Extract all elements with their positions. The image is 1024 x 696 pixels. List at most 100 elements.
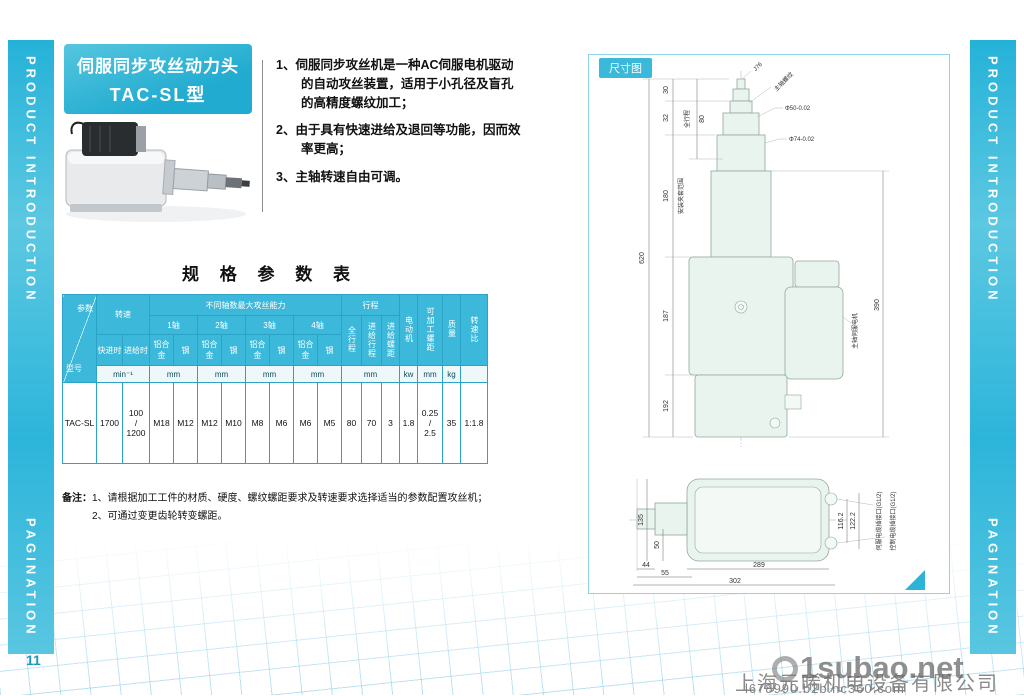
mass-unit: kg	[442, 365, 461, 383]
corner-header: 参数 型号	[62, 294, 97, 383]
axis-header-2: 2轴	[197, 315, 246, 335]
left-sidebar-top-label: PRODUCT INTRODUCTION	[23, 56, 39, 304]
dim-label: 44	[642, 562, 650, 569]
stroke-full-header: 全行程	[341, 315, 362, 366]
dimension-drawing: 620 30 32 180 187 192 安装夹套范围 全行程 80 390 …	[629, 61, 897, 586]
dim-label: 50	[654, 541, 661, 549]
axis-header-4: 4轴	[293, 315, 342, 335]
body-plan-inner	[694, 486, 822, 554]
page-number: 11	[26, 652, 41, 668]
axis-header-1: 1轴	[149, 315, 198, 335]
note-item: 2、可通过变更齿轮转变螺距。	[92, 511, 228, 522]
full-stroke-label: 全行程	[683, 110, 691, 128]
corner-triangle	[905, 570, 925, 590]
capacity-unit: mm	[149, 365, 198, 383]
left-sidebar: PRODUCT INTRODUCTION PAGINATION	[8, 40, 54, 654]
feature-item: 3、主轴转速自由可调。	[276, 169, 408, 184]
cell-stroke-full: 80	[341, 382, 362, 464]
cell-ratio: 1:1.8	[460, 382, 488, 464]
cell-cap: M5	[317, 382, 342, 464]
dim-label: 620	[639, 252, 646, 264]
stroke-pitch-header: 进给螺距	[381, 315, 400, 366]
product-title: 伺服同步攻丝动力头	[77, 56, 239, 76]
feature-list: 1、伺服同步攻丝机是一种AC伺服电机驱动的自动攻丝装置，适用于小孔径及盲孔的高精…	[276, 56, 521, 196]
material-al-header: 铝合金	[197, 334, 222, 366]
cell-work-pitch: 0.25 / 2.5	[417, 382, 443, 464]
work-pitch-header: 可加工螺距	[417, 294, 443, 366]
dim-label: 180	[663, 190, 670, 202]
dim-label: 122.2	[850, 512, 857, 530]
dim-label: 187	[663, 310, 670, 322]
capacity-unit: mm	[245, 365, 294, 383]
spec-table: 参数 型号 转速 不同轴数最大攻丝能力 行程 电动机 可加工螺距 质量 转速比 …	[62, 294, 488, 464]
leader-line	[836, 498, 874, 506]
material-al-header: 铝合金	[293, 334, 318, 366]
servo-motor-body	[784, 286, 844, 380]
spindle-thread	[729, 100, 753, 114]
cable1-label: 伺服电缆插接口(G1/2)	[875, 491, 883, 550]
leader-line	[764, 138, 787, 144]
full-stroke-value: 80	[699, 115, 706, 123]
dim-label: 135	[638, 514, 645, 526]
thread-label: 主轴螺纹	[772, 70, 795, 93]
spindle-shaft	[732, 88, 750, 102]
cable-port-1	[824, 492, 838, 506]
work-pitch-unit: mm	[417, 365, 443, 383]
speed-feed-header: 进给时	[122, 334, 150, 366]
feature-item: 1、伺服同步攻丝机是一种AC伺服电机驱动的自动攻丝装置，适用于小孔径及盲孔的高精…	[276, 58, 514, 110]
table-row: TAC-SL 1700 100 / 1200 M18 M12 M12 M10 M…	[62, 382, 488, 464]
leader-line	[741, 70, 752, 80]
cell-cap: M8	[245, 382, 270, 464]
mass-header: 质量	[442, 294, 461, 366]
cell-cap: M6	[269, 382, 294, 464]
material-steel-header: 钢	[269, 334, 294, 366]
head-detail	[738, 304, 744, 310]
connector-block	[794, 260, 840, 288]
speed-fast-header: 快进时	[96, 334, 123, 366]
leader-line	[836, 536, 886, 544]
cell-cap: M6	[293, 382, 318, 464]
phi74-label: Φ74-0.02	[789, 137, 815, 143]
j76-label: J76	[753, 61, 765, 73]
spindle-housing	[172, 168, 209, 192]
product-model: TAC-SL型	[109, 84, 207, 105]
stroke-feed-header: 进给行程	[361, 315, 382, 366]
cell-cap: M18	[149, 382, 174, 464]
product-title-box: 伺服同步攻丝动力头 TAC-SL型	[64, 44, 252, 114]
clamp-range-label: 安装夹套范围	[677, 178, 685, 214]
material-al-header: 铝合金	[149, 334, 174, 366]
spindle-flange	[162, 159, 176, 196]
leader-line	[748, 86, 772, 104]
cable2-label: 控制电缆插接口(G1/2)	[889, 491, 897, 550]
dimension-drawing-box: 尺寸图 620	[588, 54, 950, 594]
dim-label: 32	[663, 114, 670, 122]
leader-line	[842, 316, 852, 324]
notes-items: 1、请根据加工工件的材质、硬度、螺纹螺距要求及转速要求选择适当的参数配置攻丝机；…	[92, 490, 488, 526]
capacity-unit: mm	[293, 365, 342, 383]
dim-label: 289	[753, 562, 765, 569]
top-view: 135 50 44 55 289 302 116.2 122.2 伺服电缆插接口…	[629, 478, 897, 586]
cell-cap: M10	[221, 382, 246, 464]
spec-table-title: 规 格 参 数 表	[182, 265, 358, 284]
capacity-unit: mm	[197, 365, 246, 383]
speed-group-header: 转速	[96, 294, 150, 335]
cell-stroke-feed: 70	[361, 382, 382, 464]
side-view: 620 30 32 180 187 192 安装夹套范围 全行程 80 390 …	[639, 61, 889, 447]
material-steel-header: 钢	[173, 334, 198, 366]
motor-header: 电动机	[399, 294, 418, 366]
spindle-tip	[241, 180, 250, 187]
cell-cap: M12	[197, 382, 222, 464]
cell-model: TAC-SL	[62, 382, 97, 464]
corner-param-label: 参数	[77, 304, 93, 313]
divider-line	[262, 60, 263, 212]
note-item: 1、请根据加工工件的材质、硬度、螺纹螺距要求及转速要求选择适当的参数配置攻丝机；	[92, 493, 488, 504]
right-sidebar-top-label: PRODUCT INTRODUCTION	[985, 56, 1001, 304]
cell-cap: M12	[173, 382, 198, 464]
cell-speed-feed: 100 / 1200	[122, 382, 150, 464]
machine-base	[70, 204, 162, 212]
dim-label: 390	[874, 299, 881, 311]
corner-model-label: 型号	[66, 364, 82, 373]
right-sidebar: PRODUCT INTRODUCTION PAGINATION	[970, 40, 1016, 654]
notes-label: 备注：	[62, 493, 92, 504]
stroke-unit: mm	[341, 365, 400, 383]
